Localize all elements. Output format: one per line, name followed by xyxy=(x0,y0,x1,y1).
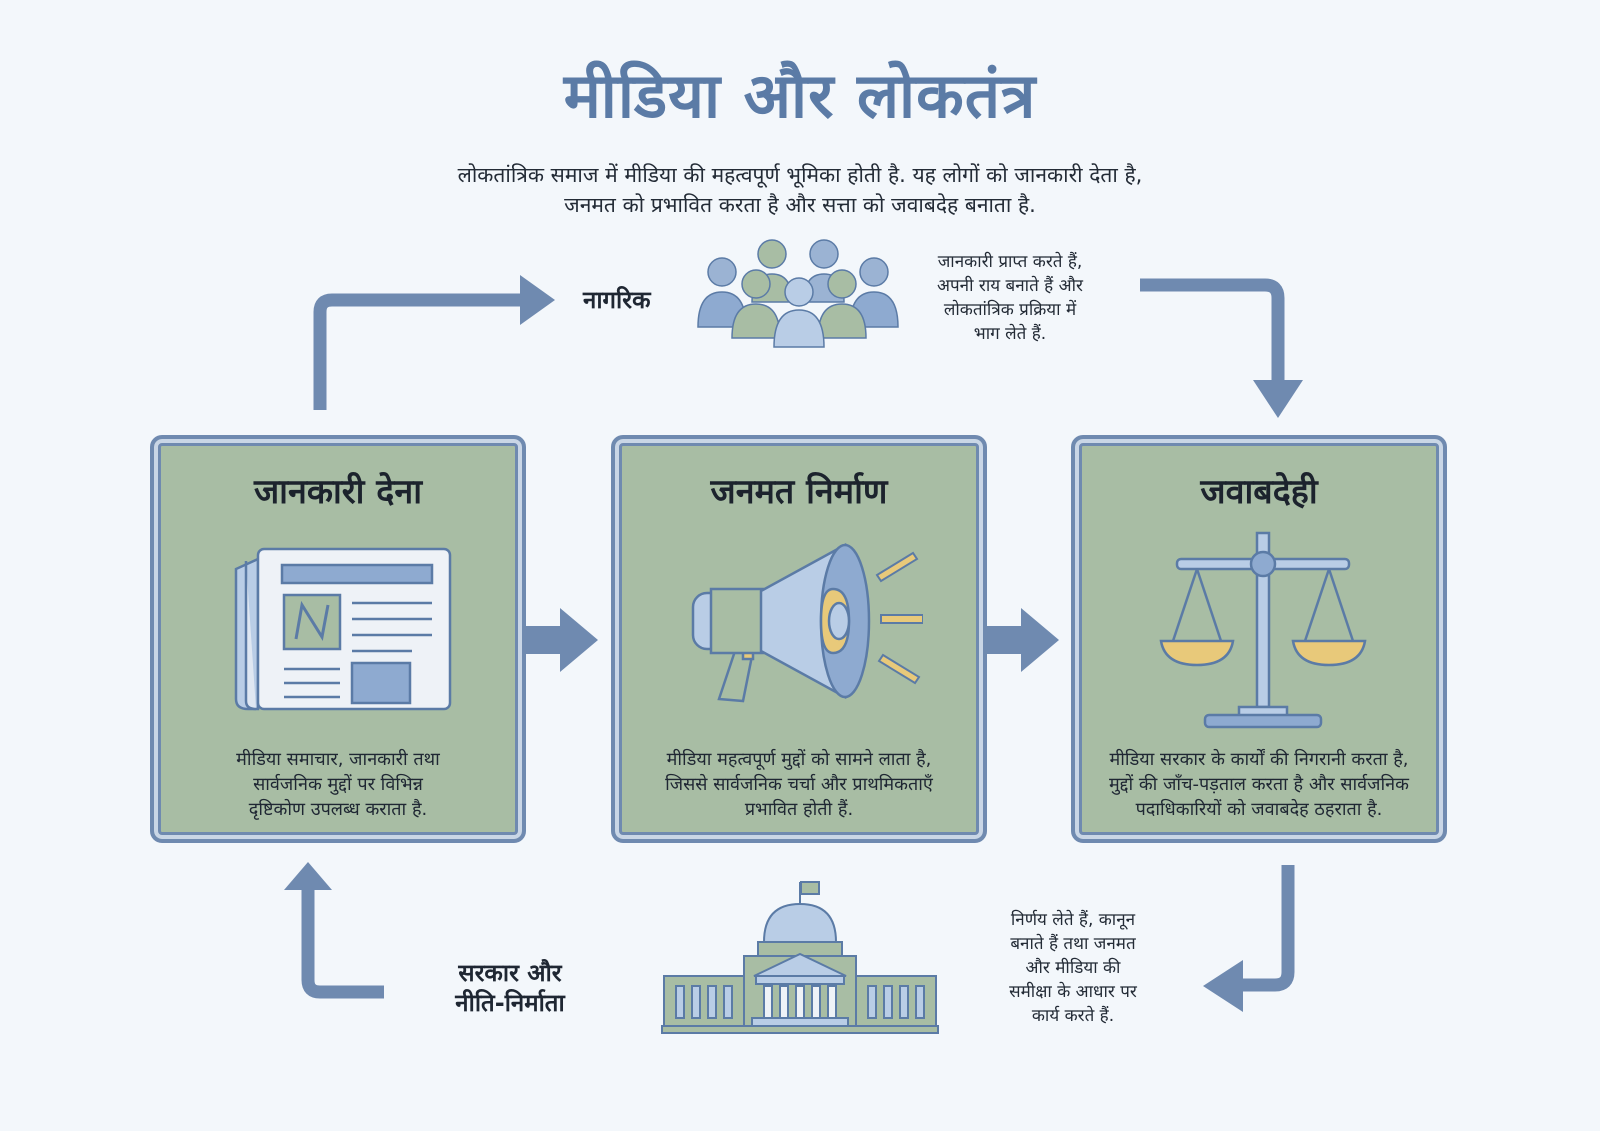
arrowhead-icon xyxy=(520,275,555,325)
card-information: जानकारी देना मीडिया समाचार, जानकारी तथा … xyxy=(150,435,526,843)
citizens-note: जानकारी प्राप्त करते हैं, अपनी राय बनाते… xyxy=(915,250,1105,346)
balance-scale-icon xyxy=(1159,531,1367,729)
people-group-icon xyxy=(697,239,899,348)
card-public-opinion: जनमत निर्माण मीडिया महत्वपूर्ण मुद्दों क… xyxy=(611,435,987,843)
citizens-note-line: लोकतांत्रिक प्रक्रिया में xyxy=(943,300,1077,320)
arrowhead-icon xyxy=(1203,960,1243,1012)
citizens-label: नागरिक xyxy=(583,286,651,314)
card-text-line: जिससे सार्वजनिक चर्चा और प्राथमिकताएँ xyxy=(665,774,933,795)
arrowhead-icon xyxy=(284,862,332,890)
arrow-to-government xyxy=(1240,865,1295,992)
card-text-line: सार्वजनिक मुद्दों पर विभिन्न xyxy=(253,774,423,795)
megaphone-icon xyxy=(691,542,923,703)
arrow-card2-to-card3 xyxy=(987,608,1059,672)
government-note-line: समीक्षा के आधार पर xyxy=(1009,982,1137,1002)
card-text-line: मीडिया समाचार, जानकारी तथा xyxy=(236,749,440,770)
card-text-line: पदाधिकारियों को जवाबदेह ठहराता है. xyxy=(1135,799,1383,820)
government-label: सरकार और नीति-निर्माता xyxy=(430,958,590,1018)
arrowhead-icon xyxy=(1253,380,1303,418)
card-accountability: जवाबदेही मीडिया सरकार के कार्यों की निगर… xyxy=(1071,435,1447,843)
subtitle-line-2: जनमत को प्रभावित करता है और सत्ता को जवा… xyxy=(564,193,1036,217)
page-subtitle: लोकतांत्रिक समाज में मीडिया की महत्वपूर्… xyxy=(350,160,1250,220)
card-text-line: प्रभावित होती हैं. xyxy=(744,799,854,820)
card-title: जवाबदेही xyxy=(1200,472,1318,512)
government-note-line: बनाते हैं तथा जनमत xyxy=(1010,934,1136,954)
government-note-line: और मीडिया की xyxy=(1025,958,1121,978)
subtitle-line-1: लोकतांत्रिक समाज में मीडिया की महत्वपूर्… xyxy=(457,163,1143,187)
government-label-line: नीति-निर्माता xyxy=(455,989,565,1017)
card-text-line: मुद्दों की जाँच-पड़ताल करता है और सार्वज… xyxy=(1109,774,1409,795)
arrow-to-citizens xyxy=(313,293,525,410)
citizens-note-line: अपनी राय बनाते हैं और xyxy=(937,276,1083,296)
citizens-note-line: भाग लेते हैं. xyxy=(973,324,1047,344)
card-description: मीडिया समाचार, जानकारी तथा सार्वजनिक मुद… xyxy=(172,747,504,822)
card-description: मीडिया महत्वपूर्ण मुद्दों को सामने लाता … xyxy=(633,747,965,822)
government-building-icon xyxy=(661,881,939,1034)
citizens-note-line: जानकारी प्राप्त करते हैं, xyxy=(937,252,1083,272)
arrow-to-accountability xyxy=(1140,278,1285,380)
page-title: मीडिया और लोकतंत्र xyxy=(563,59,1037,132)
card-title: जनमत निर्माण xyxy=(710,472,888,512)
card-text-line: दृष्टिकोण उपलब्ध कराता है. xyxy=(248,799,428,820)
newspaper-icon xyxy=(234,547,452,711)
card-text-line: मीडिया सरकार के कार्यों की निगरानी करता … xyxy=(1109,749,1409,770)
card-text-line: मीडिया महत्वपूर्ण मुद्दों को सामने लाता … xyxy=(666,749,932,770)
arrow-to-information xyxy=(301,885,384,999)
government-note-line: निर्णय लेते हैं, कानून xyxy=(1010,910,1136,930)
government-note: निर्णय लेते हैं, कानून बनाते हैं तथा जनम… xyxy=(978,908,1168,1028)
government-note-line: कार्य करते हैं. xyxy=(1031,1006,1115,1026)
card-title: जानकारी देना xyxy=(253,472,423,512)
card-description: मीडिया सरकार के कार्यों की निगरानी करता … xyxy=(1093,747,1425,822)
government-label-line: सरकार और xyxy=(458,959,562,987)
arrow-card1-to-card2 xyxy=(526,608,598,672)
